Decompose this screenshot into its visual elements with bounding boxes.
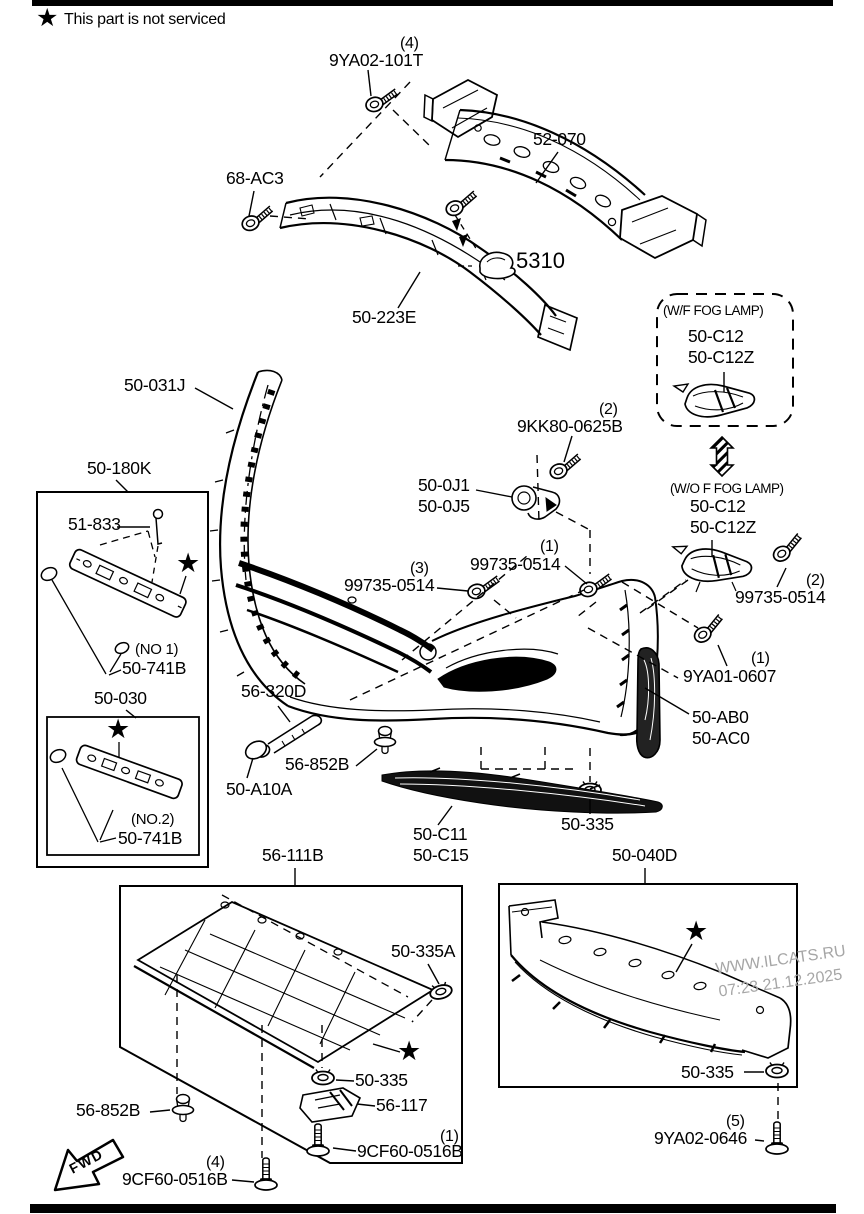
fwd-arrow-icon (53, 1138, 125, 1192)
callout-9YA02-0646[interactable]: 9YA02-0646 (654, 1128, 748, 1148)
qty-9YA01-0607: (1) (751, 650, 770, 667)
not-serviced-star-icon: ★ (36, 4, 59, 32)
screw-icon (768, 532, 808, 565)
callout-56-117[interactable]: 56-117 (376, 1095, 428, 1115)
bolt-icon (765, 1121, 789, 1155)
clamp-50-0J1-art (511, 485, 561, 520)
screw-icon (238, 204, 278, 234)
note-no2: (NO.2) (131, 811, 175, 828)
not-serviced-star-icon: ★ (397, 1036, 422, 1066)
callout-50-741B-no2[interactable]: 50-741B (118, 828, 183, 848)
callout-50-AC0[interactable]: 50-AC0 (692, 728, 750, 748)
qty-99735-0514-x2: (2) (806, 572, 825, 589)
clip-icon (171, 1093, 195, 1123)
not-serviced-star-icon: ★ (684, 916, 709, 946)
legend-text: This part is not serviced (64, 11, 226, 28)
fog-without-condition: (W/O F FOG LAMP) (670, 481, 784, 496)
qty-9CF60-0516B-x1: (1) (440, 1128, 459, 1145)
screw-icon (442, 189, 482, 219)
callout-5310[interactable]: 5310 (516, 248, 565, 273)
callout-56-111B[interactable]: 56-111B (262, 845, 324, 865)
fog-with-condition: (W/F FOG LAMP) (663, 303, 764, 318)
qty-9KK80-0625B: (2) (599, 401, 618, 418)
grommet-icon (427, 980, 455, 1003)
qty-9CF60-0516B-x4: (4) (206, 1154, 225, 1171)
callout-56-852B-mid[interactable]: 56-852B (285, 754, 350, 774)
callout-50-335-left[interactable]: 50-335 (355, 1070, 408, 1090)
callout-56-320D[interactable]: 56-320D (241, 681, 307, 701)
callout-99735-0514-x1[interactable]: 99735-0514 (470, 554, 561, 574)
side-bracket-50AB0-art (635, 647, 661, 759)
under-cover1-art (119, 885, 463, 1191)
grommet-icon (765, 1061, 789, 1079)
callout-9YA01-0607[interactable]: 9YA01-0607 (683, 666, 777, 686)
callout-99735-0514-x3[interactable]: 99735-0514 (344, 575, 435, 595)
callout-50-C12-with[interactable]: 50-C12 (688, 326, 744, 346)
callout-50-335-right[interactable]: 50-335 (681, 1062, 734, 1082)
qty-99735-0514-x1: (1) (540, 538, 559, 555)
callout-50-223E[interactable]: 50-223E (352, 307, 417, 327)
callout-50-C11[interactable]: 50-C11 (413, 824, 468, 844)
under-cover2-art (498, 883, 798, 1155)
not-serviced-star-icon: ★ (176, 548, 201, 578)
callout-50-0J5[interactable]: 50-0J5 (418, 496, 470, 516)
callout-50-335A[interactable]: 50-335A (391, 941, 456, 961)
clip-5310-art (442, 189, 516, 280)
callout-9YA02-101T[interactable]: 9YA02-101T (329, 50, 423, 70)
absorber-50-223E-art (279, 196, 578, 352)
interchange-arrow-icon (709, 435, 735, 478)
callout-9CF60-0516B-x4[interactable]: 9CF60-0516B (122, 1169, 228, 1189)
bolt-icon (254, 1157, 278, 1191)
callout-56-852B-low[interactable]: 56-852B (76, 1100, 141, 1120)
callout-50-031J[interactable]: 50-031J (124, 375, 186, 395)
callout-50-C15[interactable]: 50-C15 (413, 845, 469, 865)
callout-99735-0514-x2[interactable]: 99735-0514 (735, 587, 826, 607)
screw-icon (689, 613, 729, 646)
qty-9YA02-0646: (5) (726, 1113, 745, 1130)
small-hardware-art (238, 87, 729, 798)
callout-50-C12Z-with[interactable]: 50-C12Z (688, 347, 754, 367)
callout-68-AC3[interactable]: 68-AC3 (226, 168, 284, 188)
bumper-face-art (209, 369, 659, 737)
callout-50-0J1[interactable]: 50-0J1 (418, 475, 470, 495)
clip-icon (373, 725, 397, 755)
fog-lamp-icon (672, 382, 756, 418)
leader-lines (115, 69, 765, 1183)
callout-50-741B-no1[interactable]: 50-741B (122, 658, 187, 678)
grommet-icon (311, 1068, 335, 1086)
qty-99735-0514-x3: (3) (410, 560, 429, 577)
lower-grille-art (381, 767, 663, 814)
screw-icon (464, 574, 504, 602)
screw-icon (362, 87, 402, 115)
bolt-icon (306, 1123, 330, 1157)
callout-50-C12-without[interactable]: 50-C12 (690, 496, 746, 516)
page-border-bars (30, 0, 836, 1213)
not-serviced-star-icon: ★ (106, 714, 131, 744)
fog-lamp-option-art (642, 293, 808, 613)
plate-holder-boxes-art (36, 491, 209, 868)
callout-9KK80-0625B[interactable]: 9KK80-0625B (517, 416, 623, 436)
callout-51-833[interactable]: 51-833 (68, 514, 121, 534)
callout-50-C12Z-without[interactable]: 50-C12Z (690, 517, 756, 537)
callout-50-040D[interactable]: 50-040D (612, 845, 678, 865)
callout-50-A10A[interactable]: 50-A10A (226, 779, 293, 799)
beam-52-070-art (423, 78, 707, 260)
qty-9YA02-101T: (4) (400, 35, 419, 52)
callout-50-AB0[interactable]: 50-AB0 (692, 707, 749, 727)
callout-9CF60-0516B-x1[interactable]: 9CF60-0516B (357, 1141, 463, 1161)
callout-50-180K[interactable]: 50-180K (87, 458, 152, 478)
construction-lines (176, 81, 779, 1158)
callout-52-070[interactable]: 52-070 (533, 129, 586, 149)
note-no1: (NO 1) (135, 641, 179, 658)
callout-50-030[interactable]: 50-030 (94, 688, 147, 708)
callout-50-335-mid[interactable]: 50-335 (561, 814, 614, 834)
